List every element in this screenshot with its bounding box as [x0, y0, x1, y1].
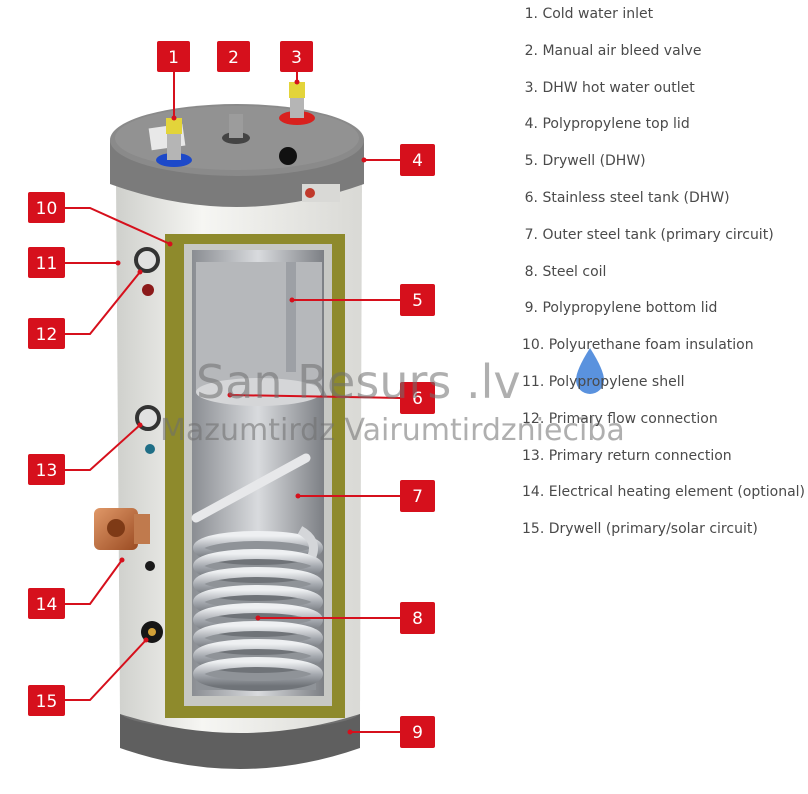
leader-lines: [64, 70, 401, 733]
legend-item: 15. Drywell (primary/solar circuit): [522, 521, 758, 538]
primary-flow-connection: [134, 247, 160, 273]
svg-text:11: 11: [36, 254, 58, 274]
legend-item: 4. Polypropylene top lid: [524, 116, 690, 133]
red-sensor-port: [142, 284, 154, 296]
svg-text:8: 8: [412, 609, 423, 629]
badge-11: 11: [28, 247, 65, 278]
pipe-air-bleed: [222, 114, 250, 144]
badge-13: 13: [28, 454, 65, 485]
legend-item: 7. Outer steel tank (primary circuit): [524, 226, 774, 243]
svg-text:6: 6: [412, 389, 423, 409]
drywell-primary: [141, 621, 163, 643]
blue-sensor-port: [145, 444, 155, 454]
legend-item: 14. Electrical heating element (optional…: [522, 484, 806, 501]
water-drop-icon: [576, 348, 604, 394]
legend-item: 10. Polyurethane foam insulation: [522, 337, 754, 354]
steel-coil: [193, 526, 323, 691]
svg-text:2: 2: [228, 48, 239, 68]
leader-dots: [115, 79, 367, 735]
drywell-dhw: [286, 262, 296, 372]
badge-9: 9: [400, 716, 435, 748]
cutaway: [165, 234, 345, 718]
svg-text:9: 9: [412, 723, 423, 743]
badge-8: 8: [400, 602, 435, 634]
legend-item: 6. Stainless steel tank (DHW): [524, 189, 730, 206]
svg-text:1: 1: [168, 48, 179, 68]
badge-14: 14: [28, 588, 65, 619]
badge-6: 6: [400, 382, 435, 414]
sensor-port-lower: [145, 561, 155, 571]
legend-item: 13. Primary return connection: [522, 447, 732, 464]
pipe-hot-outlet: [279, 82, 315, 125]
legend-item: 12. Primary flow connection: [522, 410, 718, 427]
top-port: [279, 147, 297, 165]
primary-return-connection: [135, 405, 161, 431]
legend-item: 5. Drywell (DHW): [524, 153, 646, 170]
svg-text:10: 10: [36, 199, 58, 219]
badge-3: 3: [280, 41, 313, 72]
electrical-heater: [94, 508, 150, 550]
badge-5: 5: [400, 284, 435, 316]
badge-4: 4: [400, 144, 435, 176]
svg-text:14: 14: [36, 595, 58, 615]
legend-item: 8. Steel coil: [524, 263, 607, 280]
legend-item: 2. Manual air bleed valve: [524, 42, 702, 59]
svg-text:12: 12: [36, 325, 58, 345]
svg-text:7: 7: [412, 487, 423, 507]
badge-12: 12: [28, 318, 65, 349]
badge-2: 2: [217, 41, 250, 72]
svg-text:3: 3: [291, 48, 302, 68]
badge-15: 15: [28, 685, 65, 716]
svg-text:13: 13: [36, 461, 58, 481]
badge-10: 10: [28, 192, 65, 223]
legend-item: 1. Cold water inlet: [524, 6, 654, 22]
legend-item: 11. Polypropylene shell: [522, 373, 685, 390]
legend-item: 3. DHW hot water outlet: [524, 79, 695, 96]
badge-7: 7: [400, 480, 435, 512]
legend-list: 1. Cold water inlet 2. Manual air bleed …: [522, 4, 805, 556]
watermark: San Resurs .lv Mazumtirdz Vairumtirdznie…: [160, 348, 625, 448]
svg-text:5: 5: [412, 291, 423, 311]
pipe-cold-inlet: [156, 118, 192, 167]
svg-text:Mazumtirdz Vairumtirdzniecība: Mazumtirdz Vairumtirdzniecība: [160, 413, 625, 448]
badge-1: 1: [157, 41, 190, 72]
svg-text:4: 4: [412, 151, 423, 171]
svg-text:San Resurs .lv: San Resurs .lv: [196, 355, 521, 409]
legend-item: 9. Polypropylene bottom lid: [524, 300, 718, 317]
svg-text:15: 15: [36, 692, 58, 712]
